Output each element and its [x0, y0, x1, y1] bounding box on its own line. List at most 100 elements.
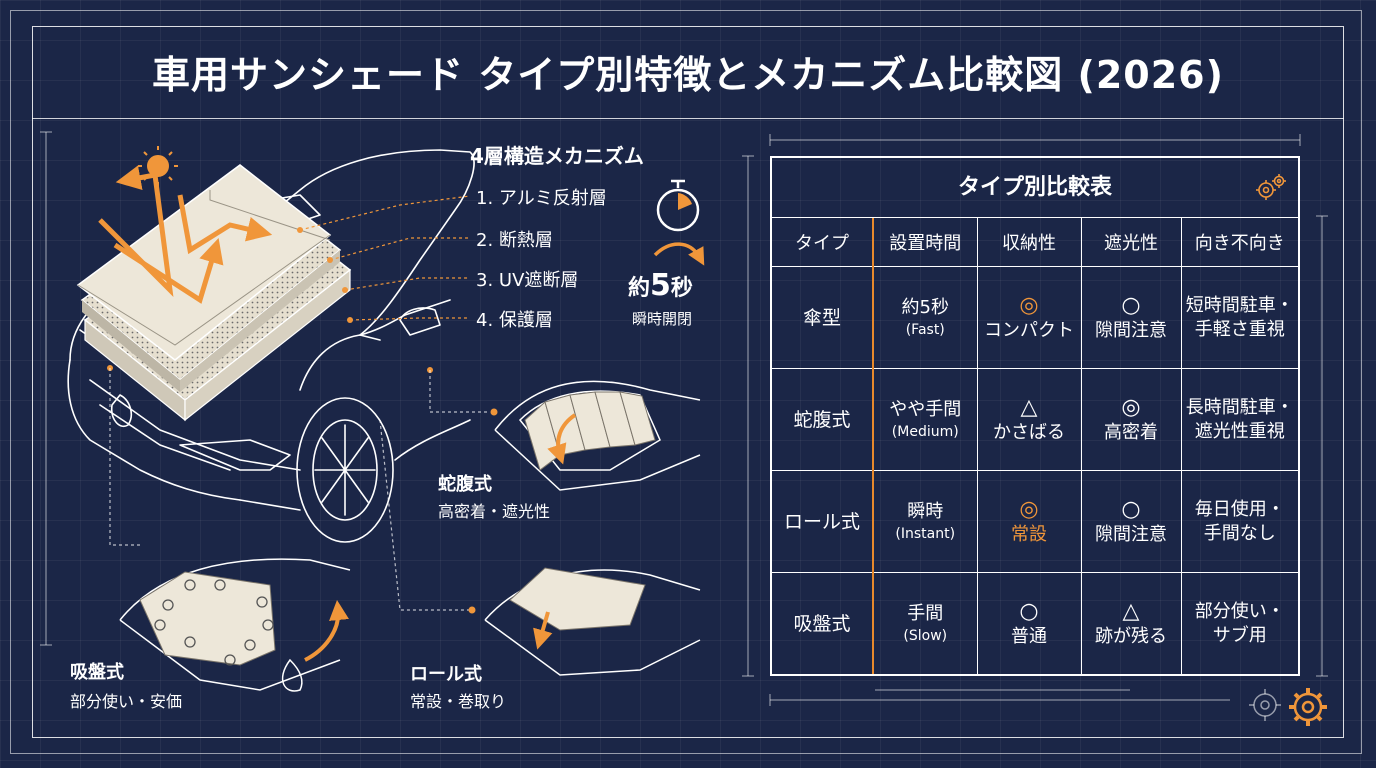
roll-type-desc: 常設・巻取り [410, 692, 507, 711]
suitability-line2: 遮光性重視 [1194, 420, 1285, 442]
layer-label-insulation: 2. 断熱層 [476, 230, 553, 251]
table-title: タイプ別比較表 [772, 158, 1298, 218]
leader-dots [107, 227, 433, 373]
time-value: やや手間 [889, 398, 962, 420]
shading-text: 隙間注意 [1095, 319, 1167, 341]
storage-text: 常設 [1011, 523, 1047, 545]
outer-frame [10, 10, 1362, 754]
cell-suitability: 部分使い・サブ用 [1180, 572, 1298, 674]
shading-symbol: ◎ [1121, 394, 1141, 420]
storage-text: 普通 [1011, 625, 1047, 647]
roll-type-name: ロール式 [410, 664, 482, 685]
dimension-lines-right [742, 134, 1328, 706]
table-row: 傘型約5秒(Fast)◎コンパクト○隙間注意短時間駐車・手軽さ重視 [772, 265, 1298, 370]
gear-icon [1256, 174, 1286, 200]
timer-number: 5 [650, 268, 671, 303]
stopwatch-icon [656, 179, 700, 232]
table-row: 吸盤式手間(Slow)○普通△跡が残る部分使い・サブ用 [772, 572, 1298, 674]
table-row: 蛇腹式やや手間(Medium)△かさばる◎高密着長時間駐車・遮光性重視 [772, 368, 1298, 472]
time-en: (Fast) [905, 321, 945, 338]
storage-text: かさばる [993, 421, 1065, 443]
comparison-table: タイプ別比較表 タイプ 設置時間 収納性 遮光性 向き不向き 傘型 約5秒 (Fas… [770, 156, 1300, 676]
dimension-lines-left [40, 131, 52, 646]
cell-suitability: 長時間駐車・遮光性重視 [1180, 368, 1298, 472]
reflection-arrows [98, 165, 273, 304]
suction-type-desc: 部分使い・安価 [70, 692, 183, 711]
suitability-line2: 手間なし [1203, 522, 1276, 544]
gear-outline-icon [1249, 689, 1281, 721]
cell-time: やや手間 (Medium) [872, 368, 978, 472]
cell-time: 瞬時 (Instant) [872, 470, 978, 574]
inner-frame [32, 26, 1344, 738]
cell-type: 吸盤式 [772, 572, 874, 674]
suction-panel [139, 571, 276, 666]
cell-shading: ◎高密着 [1080, 368, 1182, 472]
page-title: 車用サンシェード タイプ別特徴とメカニズム比較図 (2026) [152, 53, 1224, 97]
table-row: ロール式瞬時(Instant)◎常設○隙間注意毎日使用・手間なし [772, 470, 1298, 574]
cell-shading: △跡が残る [1080, 572, 1182, 674]
bellows-diagram [494, 380, 701, 491]
time-value: 手間 [907, 602, 944, 624]
col-header-time: 設置時間 [872, 218, 978, 267]
shading-symbol: ○ [1121, 292, 1141, 318]
storage-text: コンパクト [984, 319, 1074, 341]
comparison-grid: タイプ 設置時間 収納性 遮光性 向き不向き 傘型約5秒(Fast)◎コンパクト… [772, 218, 1298, 674]
type-label: 吸盤式 [793, 612, 851, 635]
suction-diagram [119, 558, 351, 692]
col-header-storage: 収納性 [976, 218, 1082, 267]
cell-storage: △かさばる [976, 368, 1082, 472]
cell-type: ロール式 [772, 470, 874, 574]
shading-text: 跡が残る [1095, 625, 1167, 647]
suitability-line1: 部分使い・ [1194, 600, 1285, 622]
suction-type-name: 吸盤式 [70, 662, 124, 683]
time-value: 瞬時 [907, 500, 944, 522]
cell-time: 手間(Slow) [872, 572, 978, 674]
time-en: (Medium) [891, 423, 959, 440]
mechanism-title: 4層構造メカニズム [470, 144, 644, 168]
type-label: 蛇腹式 [793, 408, 851, 431]
shading-symbol: △ [1122, 598, 1140, 624]
suitability-line1: 毎日使用・ [1194, 498, 1285, 520]
layer-label-protection: 4. 保護層 [476, 310, 553, 331]
gear-icon [1289, 688, 1327, 726]
time-value: 約5秒 [901, 296, 949, 318]
cell-suitability: 短時間駐車・手軽さ重視 [1180, 265, 1298, 370]
connector-lines [109, 368, 490, 611]
suitability-line2: サブ用 [1212, 624, 1267, 646]
timer-caption: 瞬時開閉 [632, 310, 693, 328]
cell-suitability: 毎日使用・手間なし [1180, 470, 1298, 574]
layer-label-aluminum: 1. アルミ反射層 [476, 188, 607, 209]
storage-symbol: ◎ [1019, 496, 1039, 522]
suction-cups [154, 579, 274, 666]
cell-shading: ○隙間注意 [1080, 265, 1182, 370]
suitability-line1: 長時間駐車・ [1185, 396, 1294, 418]
shading-text: 高密着 [1104, 421, 1158, 443]
time-en: (Instant) [895, 525, 956, 542]
title-divider [32, 118, 1344, 119]
cell-storage: ◎コンパクト [976, 265, 1082, 370]
bellows-type-name: 蛇腹式 [438, 474, 492, 495]
type-label: ロール式 [783, 510, 860, 533]
layer-label-uv: 3. UV遮断層 [476, 270, 579, 291]
shading-symbol: ○ [1121, 496, 1141, 522]
storage-symbol: ◎ [1019, 292, 1039, 318]
storage-symbol: ○ [1019, 598, 1039, 624]
arrow-icon [653, 242, 705, 266]
timer-prefix: 約 [628, 276, 651, 301]
col-header-suitability: 向き不向き [1180, 218, 1298, 267]
col-header-shading: 遮光性 [1080, 218, 1182, 267]
cell-shading: ○隙間注意 [1080, 470, 1182, 574]
table-header-row: タイプ 設置時間 収納性 遮光性 向き不向き [772, 218, 1298, 267]
bellows-pleats [524, 391, 656, 471]
sun-icon [138, 146, 178, 186]
col-header-type: タイプ [772, 218, 874, 267]
shading-text: 隙間注意 [1095, 523, 1167, 545]
roll-panel [509, 567, 646, 631]
type-label: 傘型 [802, 306, 841, 329]
cell-time: 約5秒 (Fast) [872, 265, 978, 370]
suitability-line1: 短時間駐車・ [1185, 294, 1294, 316]
layer-leader-lines [299, 195, 471, 321]
cell-type: 蛇腹式 [772, 368, 874, 472]
storage-symbol: △ [1020, 394, 1038, 420]
